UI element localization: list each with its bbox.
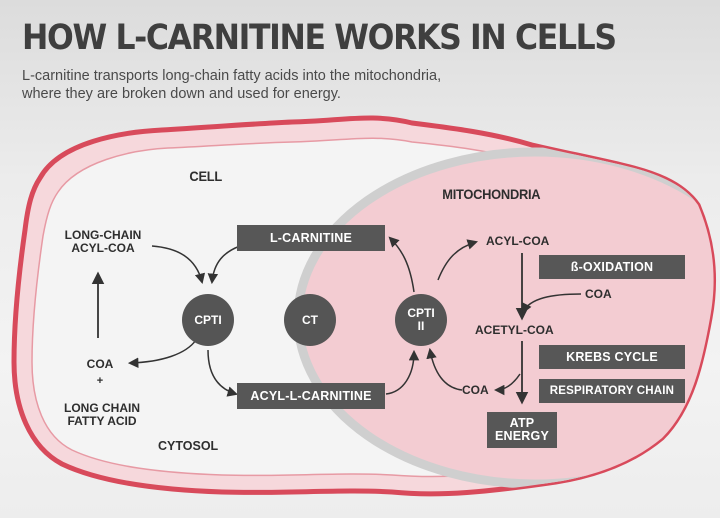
arrow-cpt2-to-lcarnitine	[388, 236, 415, 293]
arrow-acyl-coa-to-cpt1	[151, 245, 206, 285]
page-title: HOW L-CARNITINE WORKS IN CELLS	[22, 18, 617, 58]
arrow-acyl-l-carnitine-to-cpt2	[385, 349, 420, 395]
long-chain-acyl-coa-label: LONG-CHAIN ACYL-COA	[64, 228, 142, 255]
l-carnitine-box: L-CARNITINE	[237, 225, 385, 251]
arrow-lcarnitine-to-cpt1	[207, 245, 241, 285]
cpt1-node: CPTI	[182, 294, 234, 346]
subtitle-line-1: L-carnitine transports long-chain fatty …	[22, 68, 442, 84]
cell-label: CELL	[189, 168, 222, 184]
cytosol-label: CYTOSOL	[158, 439, 219, 453]
krebs-cycle-box: KREBS CYCLE	[539, 345, 685, 369]
arrow-cpt2-to-acyl-coa	[437, 239, 479, 281]
acyl-coa-label: ACYL-COA	[486, 234, 550, 248]
atp-energy-box: ATP ENERGY	[487, 412, 557, 448]
arrow-cpt1-to-acyl-l-carnitine	[207, 349, 239, 397]
arrow-cpt1-to-coa	[127, 339, 197, 368]
coa-label: COA	[86, 357, 114, 371]
long-chain-fatty-acid-label: LONG CHAIN FATTY ACID	[64, 401, 140, 428]
coa-bottom-label: COA	[462, 383, 489, 397]
arrow-krebs-to-coa	[493, 373, 521, 396]
acyl-l-carnitine-box: ACYL-L-CARNITINE	[237, 383, 385, 409]
beta-oxidation-box: ß-OXIDATION	[539, 255, 685, 279]
coa-top-label: COA	[585, 287, 612, 301]
respiratory-chain-box: RESPIRATORY CHAIN	[539, 379, 685, 403]
acetyl-coa-label: ACETYL-COA	[475, 323, 554, 337]
plus-sign: +	[96, 375, 104, 387]
arrow-beta-ox-coa	[522, 293, 582, 314]
cpt2-node: CPTI II	[395, 294, 447, 346]
mitochondria-label: MITOCHONDRIA	[442, 186, 541, 202]
ct-node: CT	[284, 294, 336, 346]
arrow-coa-to-cpt2	[426, 347, 463, 391]
subtitle-line-2: where they are broken down and used for …	[22, 86, 341, 102]
